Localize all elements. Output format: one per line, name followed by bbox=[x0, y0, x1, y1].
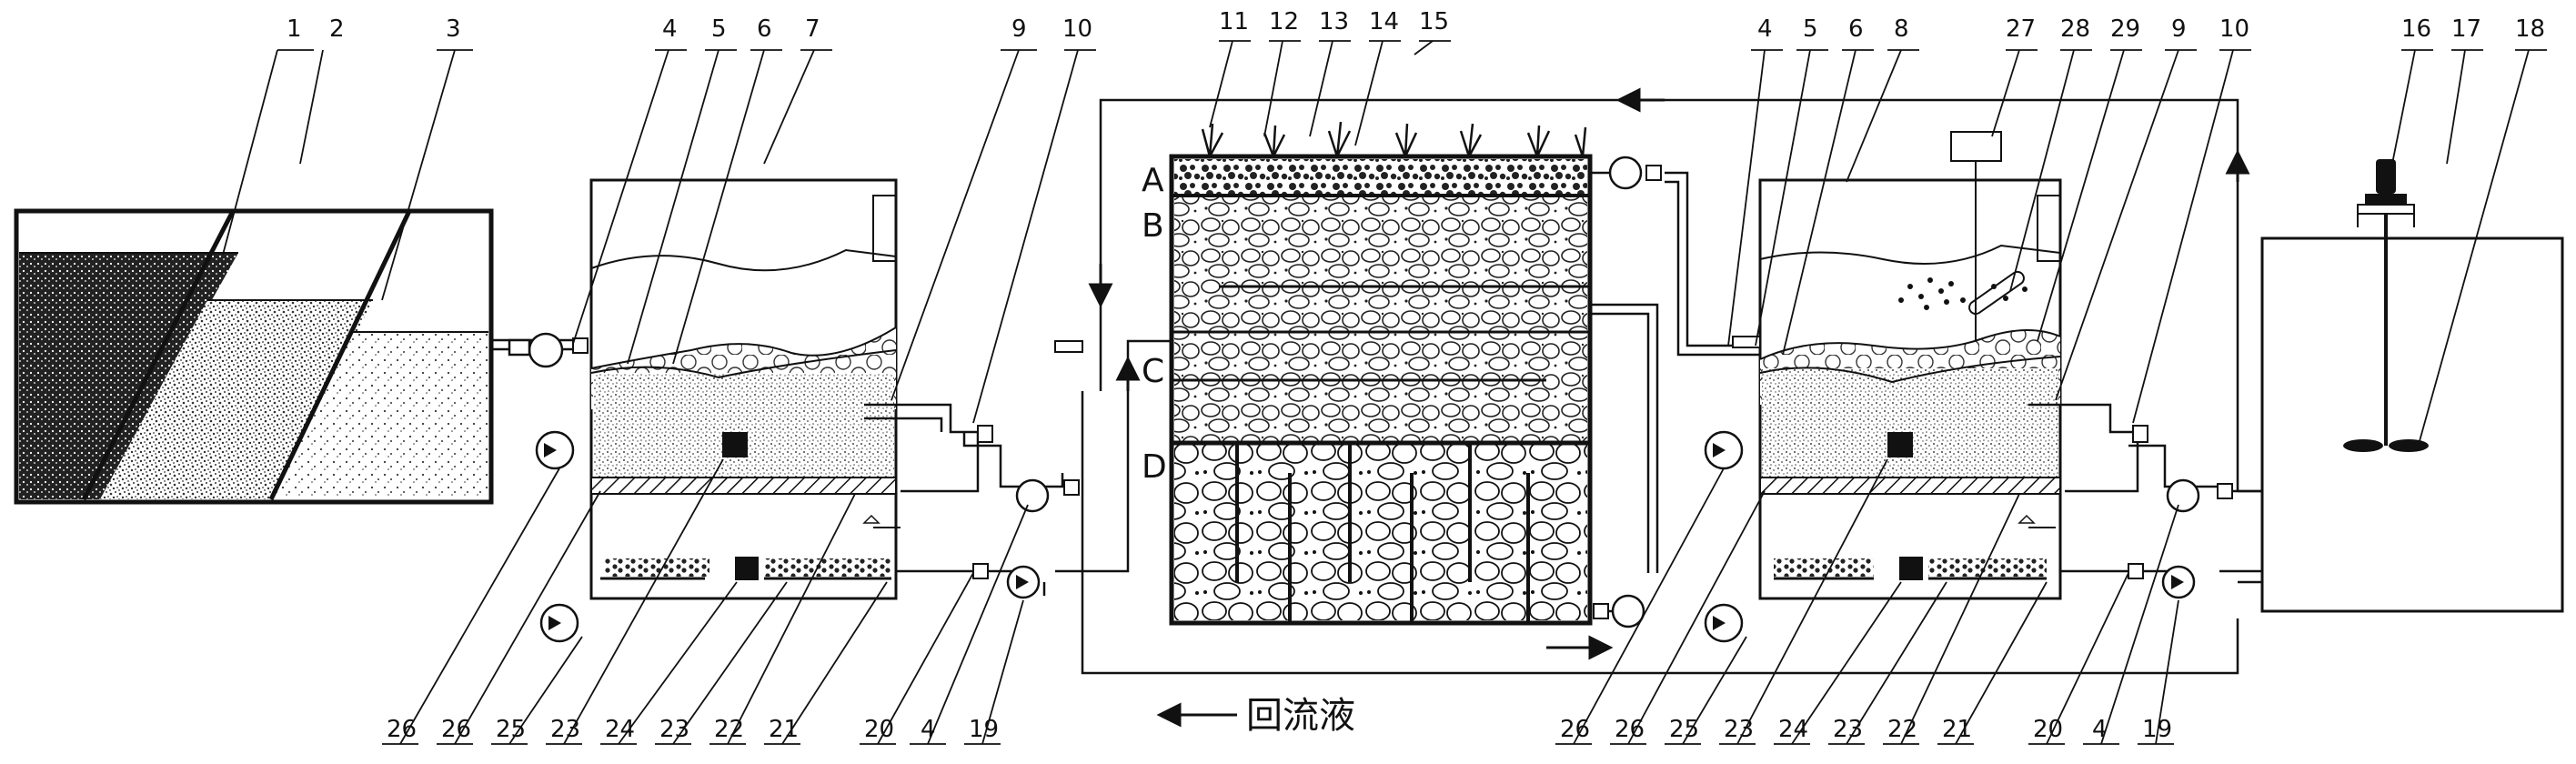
callout-number: 11 bbox=[1219, 8, 1249, 35]
callout-number: 4 bbox=[662, 15, 678, 43]
callout-number: 25 bbox=[496, 716, 526, 743]
callout-number: 19 bbox=[2142, 716, 2172, 743]
callout-number: 14 bbox=[1369, 8, 1399, 35]
callout-number: 23 bbox=[659, 716, 689, 743]
right-reactor bbox=[1758, 131, 2062, 600]
callout-number: 4 bbox=[2092, 716, 2108, 743]
return-liquid-legend: 回流液 bbox=[1156, 695, 1355, 737]
callout-number: 13 bbox=[1319, 8, 1349, 35]
callout-number: 6 bbox=[757, 15, 772, 43]
callout-number: 25 bbox=[1669, 716, 1699, 743]
callout-number: 22 bbox=[714, 716, 744, 743]
callout-number: 12 bbox=[1269, 8, 1299, 35]
callout-number: 5 bbox=[711, 15, 727, 43]
callout-number: 22 bbox=[1887, 716, 1917, 743]
callout-number: 26 bbox=[441, 716, 471, 743]
constructed-wetland bbox=[1169, 121, 1614, 660]
layer-label: B bbox=[1142, 207, 1164, 245]
layer-label: A bbox=[1142, 162, 1164, 199]
callout-number: 24 bbox=[1778, 716, 1808, 743]
callout-number: 6 bbox=[1848, 15, 1864, 43]
callout-number: 24 bbox=[605, 716, 635, 743]
layer-label: D bbox=[1142, 448, 1167, 486]
callout-number: 19 bbox=[969, 716, 999, 743]
callout-number: 23 bbox=[1724, 716, 1754, 743]
valves bbox=[572, 165, 2233, 619]
callout-number: 26 bbox=[387, 716, 417, 743]
bottom-numbers: 26 26 25 23 24 23 22 21 20 4 19 26 26 25… bbox=[387, 716, 2172, 743]
layer-labels: A B C D bbox=[1142, 162, 1167, 486]
callout-number: 23 bbox=[1833, 716, 1863, 743]
callout-number: 26 bbox=[1560, 716, 1590, 743]
top-callouts bbox=[222, 40, 2547, 442]
callout-number: 9 bbox=[1011, 15, 1027, 43]
stirred-tank bbox=[2260, 159, 2564, 613]
callout-number: 20 bbox=[864, 716, 894, 743]
bottom-callouts bbox=[382, 458, 2179, 745]
callout-number: 27 bbox=[2006, 15, 2036, 43]
callout-number: 3 bbox=[446, 15, 461, 43]
callout-number: 26 bbox=[1615, 716, 1645, 743]
return-liquid-caption: 回流液 bbox=[1246, 695, 1355, 737]
callout-number: 4 bbox=[921, 716, 936, 743]
callout-number: 4 bbox=[1757, 15, 1773, 43]
callout-number: 23 bbox=[550, 716, 580, 743]
callout-number: 10 bbox=[1062, 15, 1092, 43]
callout-number: 5 bbox=[1803, 15, 1818, 43]
callout-number: 21 bbox=[769, 716, 799, 743]
left-reactor bbox=[589, 178, 901, 600]
storage-tank bbox=[14, 208, 494, 505]
top-numbers: 1 2 3 4 5 6 7 9 10 11 12 13 14 15 4 5 6 … bbox=[287, 8, 2545, 43]
callout-number: 2 bbox=[329, 15, 345, 43]
callout-number: 7 bbox=[805, 15, 820, 43]
callout-number: 8 bbox=[1894, 15, 1909, 43]
callout-number: 9 bbox=[2171, 15, 2187, 43]
callout-number: 28 bbox=[2060, 15, 2090, 43]
callout-number: 16 bbox=[2401, 15, 2431, 43]
callout-number: 15 bbox=[1419, 8, 1449, 35]
layer-label: C bbox=[1142, 353, 1164, 390]
callout-number: 29 bbox=[2110, 15, 2140, 43]
callout-number: 21 bbox=[1942, 716, 1972, 743]
callout-number: 1 bbox=[287, 15, 302, 43]
pipes bbox=[491, 98, 2262, 675]
callout-number: 17 bbox=[2451, 15, 2481, 43]
callout-number: 10 bbox=[2219, 15, 2249, 43]
callout-number: 20 bbox=[2033, 716, 2063, 743]
callout-number: 18 bbox=[2515, 15, 2545, 43]
